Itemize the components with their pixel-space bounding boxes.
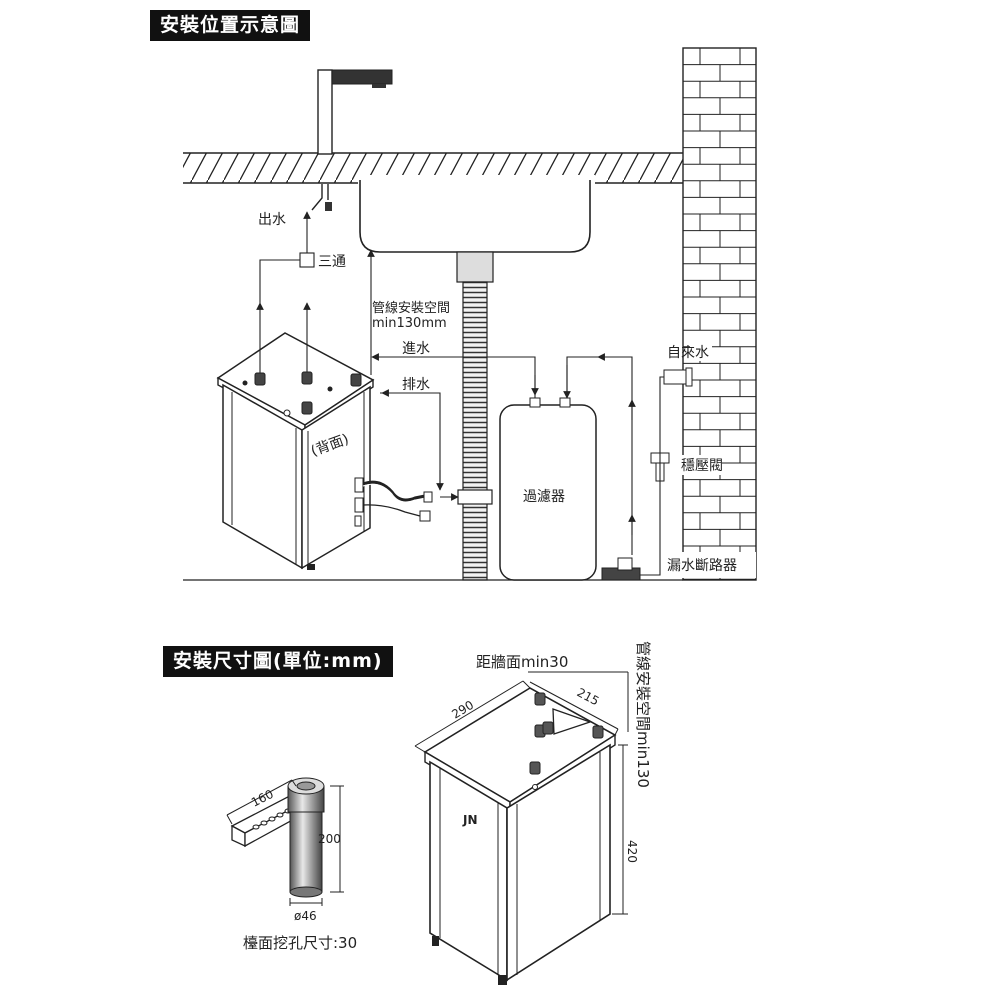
inline-valves (601, 367, 693, 581)
label-filter: 過濾器 (523, 489, 565, 505)
brick-wall (660, 47, 757, 581)
faucet-dimension-drawing (226, 777, 344, 906)
label-inlet: 進水 (402, 341, 430, 357)
faucet (311, 69, 393, 211)
dim-faucet-diameter: ø46 (294, 909, 317, 923)
label-wall-distance: 距牆面min30 (476, 653, 568, 671)
label-pipe-space-vertical: 管線安裝空間min130 (634, 641, 652, 788)
dim-height: 420 (625, 840, 639, 863)
dim-width: 290 (449, 698, 476, 722)
label-outlet: 出水 (258, 212, 286, 228)
label-tee: 三通 (318, 254, 346, 270)
water-lines (256, 211, 664, 576)
dim-faucet-height: 200 (318, 832, 341, 846)
label-drain: 排水 (402, 377, 430, 393)
sink-bowl (358, 175, 595, 253)
label-pressure-valve: 穩壓閥 (681, 458, 723, 474)
brand-logo: JN (462, 813, 478, 827)
label-counter-hole: 檯面挖孔尺寸:30 (243, 934, 357, 952)
label-tap-water: 自來水 (667, 345, 709, 361)
dim-depth: 215 (575, 685, 602, 708)
filter-canister (499, 397, 597, 581)
section-title-installation: 安裝位置示意圖 (150, 10, 311, 41)
label-pipe-space-line1: 管線安裝空間 (372, 300, 450, 316)
label-pipe-space-line2: min130mm (372, 316, 447, 331)
label-leak-breaker: 漏水斷路器 (667, 558, 737, 574)
section-title-dimensions: 安裝尺寸圖(單位:mm) (163, 646, 393, 677)
cabinet-dimension-drawing (414, 671, 629, 985)
dispenser-unit (216, 332, 433, 570)
drain-pipe (456, 251, 494, 581)
